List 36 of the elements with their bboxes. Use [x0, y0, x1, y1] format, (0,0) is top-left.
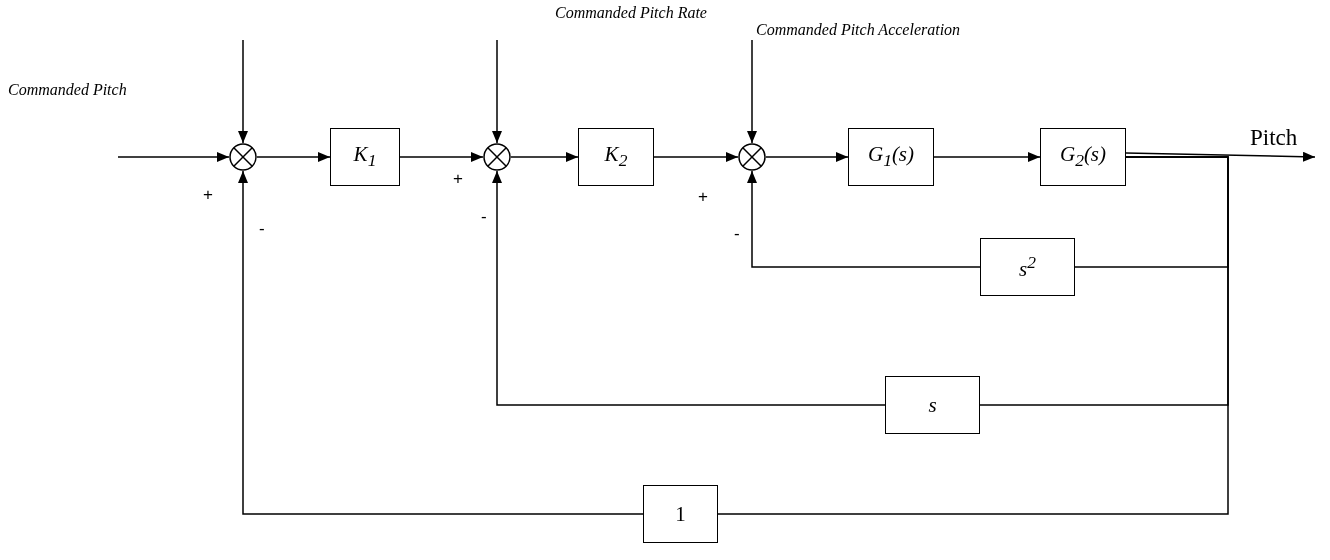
line — [717, 156, 1229, 515]
block-box — [643, 485, 718, 543]
block-box — [578, 128, 654, 186]
block-box — [1040, 128, 1126, 186]
summing-junction — [229, 143, 257, 171]
arrow — [256, 152, 331, 162]
block-box — [980, 238, 1075, 296]
input-label: Commanded Pitch Rate — [555, 3, 707, 23]
input-label: Commanded Pitch Acceleration — [756, 20, 961, 40]
arrow — [653, 152, 739, 162]
summing-junction — [483, 143, 511, 171]
arrow — [238, 39, 248, 144]
output-label: Pitch — [1250, 124, 1298, 152]
arrow — [747, 39, 757, 144]
block-label: K$_{1}$ — [353, 142, 377, 172]
arrow — [765, 152, 849, 162]
arrow — [1125, 151, 1316, 162]
arrow — [510, 152, 579, 162]
arrow — [747, 170, 981, 268]
input-label: Commanded Pitch — [8, 80, 127, 100]
block-label: s$^{2}$ — [1019, 252, 1036, 282]
summing-junction — [738, 143, 766, 171]
block-label: G$_{2}$(s) — [1059, 142, 1107, 172]
arrow — [933, 152, 1041, 162]
arrow — [238, 170, 644, 515]
block-box — [330, 128, 400, 186]
block-label: K$_{2}$ — [604, 142, 628, 172]
block-label: G$_{1}$(s) — [867, 142, 915, 172]
arrow — [399, 152, 484, 162]
arrow — [492, 170, 886, 406]
block-box — [885, 376, 980, 434]
block-label: s — [928, 392, 937, 418]
block-label: 1 — [675, 501, 686, 527]
arrow — [492, 39, 502, 144]
arrow — [117, 152, 230, 162]
block-box — [848, 128, 934, 186]
